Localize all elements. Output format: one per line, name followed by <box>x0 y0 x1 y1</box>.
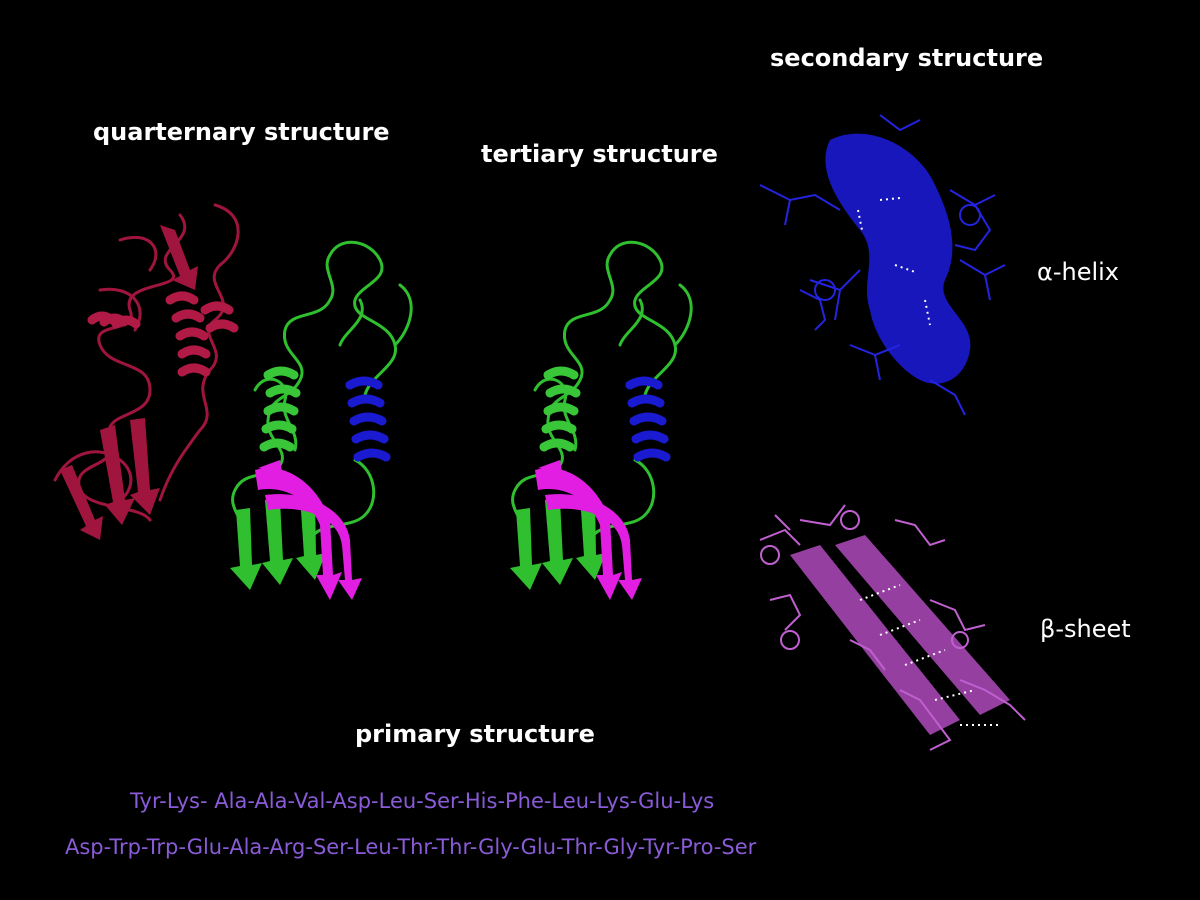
quaternary-red-chain <box>53 203 240 540</box>
alpha-helix-model <box>759 114 1006 416</box>
quaternary-magenta-sheet <box>255 460 362 600</box>
beta-sheet-label: β-sheet <box>1040 615 1131 643</box>
tertiary-structure-title: tertiary structure <box>481 140 718 168</box>
quaternary-structure-title: quarternary structure <box>93 118 390 146</box>
secondary-structure-title: secondary structure <box>770 44 1044 72</box>
quaternary-green-chain <box>230 240 413 600</box>
tertiary-structure-model <box>510 240 693 600</box>
alpha-helix-label: α-helix <box>1037 258 1119 286</box>
amino-acid-sequence-line-1: Tyr-Lys- Ala-Ala-Val-Asp-Leu-Ser-His-Phe… <box>130 789 715 813</box>
beta-sheet-model <box>759 504 1026 751</box>
amino-acid-sequence-line-2: Asp-Trp-Trp-Glu-Ala-Arg-Ser-Leu-Thr-Thr-… <box>65 835 757 859</box>
primary-structure-title: primary structure <box>355 720 595 748</box>
quaternary-blue-helix <box>345 376 391 462</box>
